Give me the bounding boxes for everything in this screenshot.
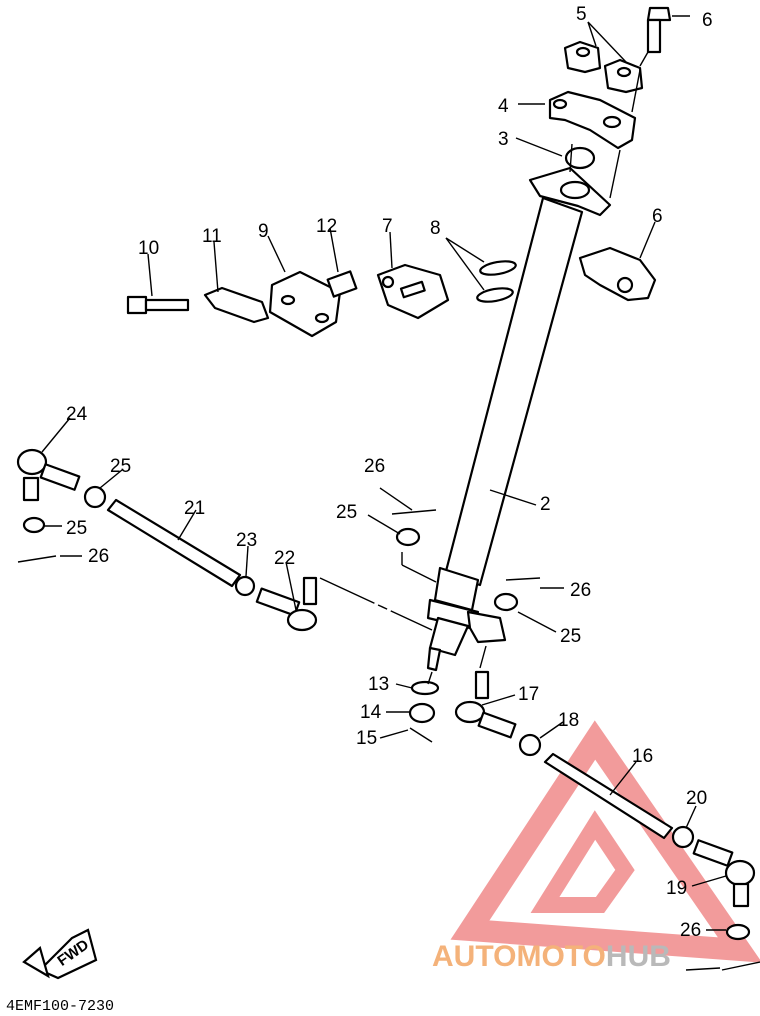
callout-4: 5 [576, 4, 587, 25]
callout-11: 12 [316, 216, 337, 237]
nut-25-center [395, 527, 421, 547]
cotter-pin-26-left [17, 555, 57, 563]
upper-clamp-left [563, 40, 602, 74]
callout-17: 18 [558, 710, 579, 731]
callout-24: 25 [110, 456, 131, 477]
nut-19 [671, 825, 695, 849]
callout-25-lower: 26 [680, 920, 701, 941]
callout-20: 21 [184, 498, 205, 519]
watermark-brand-part2: HUB [606, 940, 671, 973]
callout-21: 22 [274, 548, 295, 569]
callout-19: 20 [686, 788, 707, 809]
cotter-pin-26-right [505, 577, 541, 581]
lock-washer-10 [203, 286, 270, 324]
leader-lines [41, 15, 727, 971]
callout-7: 8 [430, 218, 441, 239]
callout-15: 16 [632, 746, 653, 767]
bearing-left [376, 263, 450, 320]
bolt-9 [126, 295, 190, 315]
cotter-pin-14 [409, 727, 433, 743]
callout-12: 13 [368, 674, 389, 695]
bearing-right [578, 246, 657, 302]
callout-6-right: 6 [652, 206, 663, 227]
nut-25-left [22, 516, 46, 534]
callout-18: 19 [666, 878, 687, 899]
callout-26-left: 26 [88, 546, 109, 567]
callout-5: 6 [702, 10, 713, 31]
svg-text:AUTOMOTOHUB: AUTOMOTOHUB [432, 940, 671, 973]
watermark-brand-part1: AUTOMOTO [432, 940, 606, 973]
fwd-arrow-icon: FWD [22, 928, 98, 980]
callout-8: 9 [258, 221, 269, 242]
nut-17 [518, 733, 542, 757]
callout-23: 24 [66, 404, 88, 425]
circlip-lower [476, 287, 514, 303]
callout-25-center: 25 [336, 502, 357, 523]
callouts: 5 6 4 3 6 7 8 9 12 11 10 24 25 25 26 21 … [66, 4, 713, 941]
pin-11 [326, 270, 358, 298]
nut-22 [234, 575, 256, 597]
shaft-holder-clamp [548, 90, 637, 150]
nut-24 [83, 485, 107, 509]
callout-25-left: 25 [66, 518, 87, 539]
bolt-5 [646, 6, 672, 54]
tie-rod-end-18 [692, 839, 756, 908]
callout-1: 2 [540, 494, 551, 515]
plate-8 [268, 270, 342, 338]
callout-25-right: 25 [560, 626, 581, 647]
washer-12 [410, 680, 440, 696]
collar-2 [564, 146, 596, 170]
tie-rod-end-23 [16, 448, 81, 502]
callout-22: 23 [236, 530, 257, 551]
circlip-upper [479, 260, 517, 276]
callout-13: 14 [360, 702, 382, 723]
callout-16: 17 [518, 684, 539, 705]
callout-6-left: 7 [382, 216, 393, 237]
nut-13 [408, 702, 436, 724]
callout-2: 3 [498, 129, 509, 150]
cotter-pin-26-lower [721, 961, 760, 971]
upper-clamp-right [603, 58, 644, 94]
tie-rod-end-21 [255, 576, 318, 632]
nut-25-right [493, 592, 519, 612]
tie-rod-end-16 [454, 670, 517, 739]
diagram-code: 4EMF100-7230 [6, 998, 114, 1015]
watermark-triangle-outer [450, 720, 760, 963]
callout-10: 11 [202, 226, 222, 247]
watermark-logo [450, 720, 760, 963]
tie-rod-15 [543, 752, 674, 840]
tie-rod-20 [106, 498, 242, 588]
callout-3: 4 [498, 96, 509, 117]
callout-14: 15 [356, 728, 377, 749]
callout-26-right: 26 [570, 580, 591, 601]
cotter-pin-26-center [391, 509, 437, 515]
callout-26-center: 26 [364, 456, 385, 477]
nut-25-lower [725, 923, 751, 941]
watermark-triangle-inner [530, 810, 635, 913]
callout-9: 10 [138, 238, 159, 259]
